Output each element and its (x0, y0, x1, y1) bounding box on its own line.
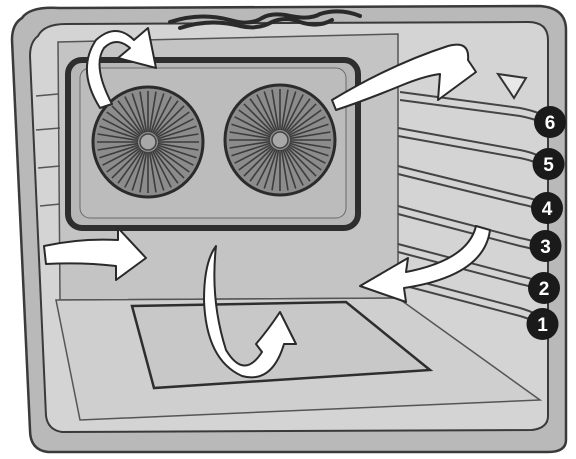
shelf-level-label: 3 (540, 237, 551, 258)
shelf-level-badge: 2 (528, 272, 560, 304)
shelf-level-label: 2 (539, 279, 550, 300)
shelf-level-label: 6 (545, 113, 556, 134)
fan-icon (225, 85, 335, 195)
shelf-level-label: 4 (542, 199, 553, 220)
shelf-level-badge: 4 (531, 192, 563, 224)
shelf-level-badge: 5 (533, 148, 565, 180)
shelf-level-badge: 3 (530, 230, 562, 262)
shelf-level-badge: 1 (527, 308, 559, 340)
shelf-level-label: 1 (537, 315, 548, 336)
shelf-level-label: 5 (543, 155, 554, 176)
shelf-level-badge: 6 (534, 106, 566, 138)
